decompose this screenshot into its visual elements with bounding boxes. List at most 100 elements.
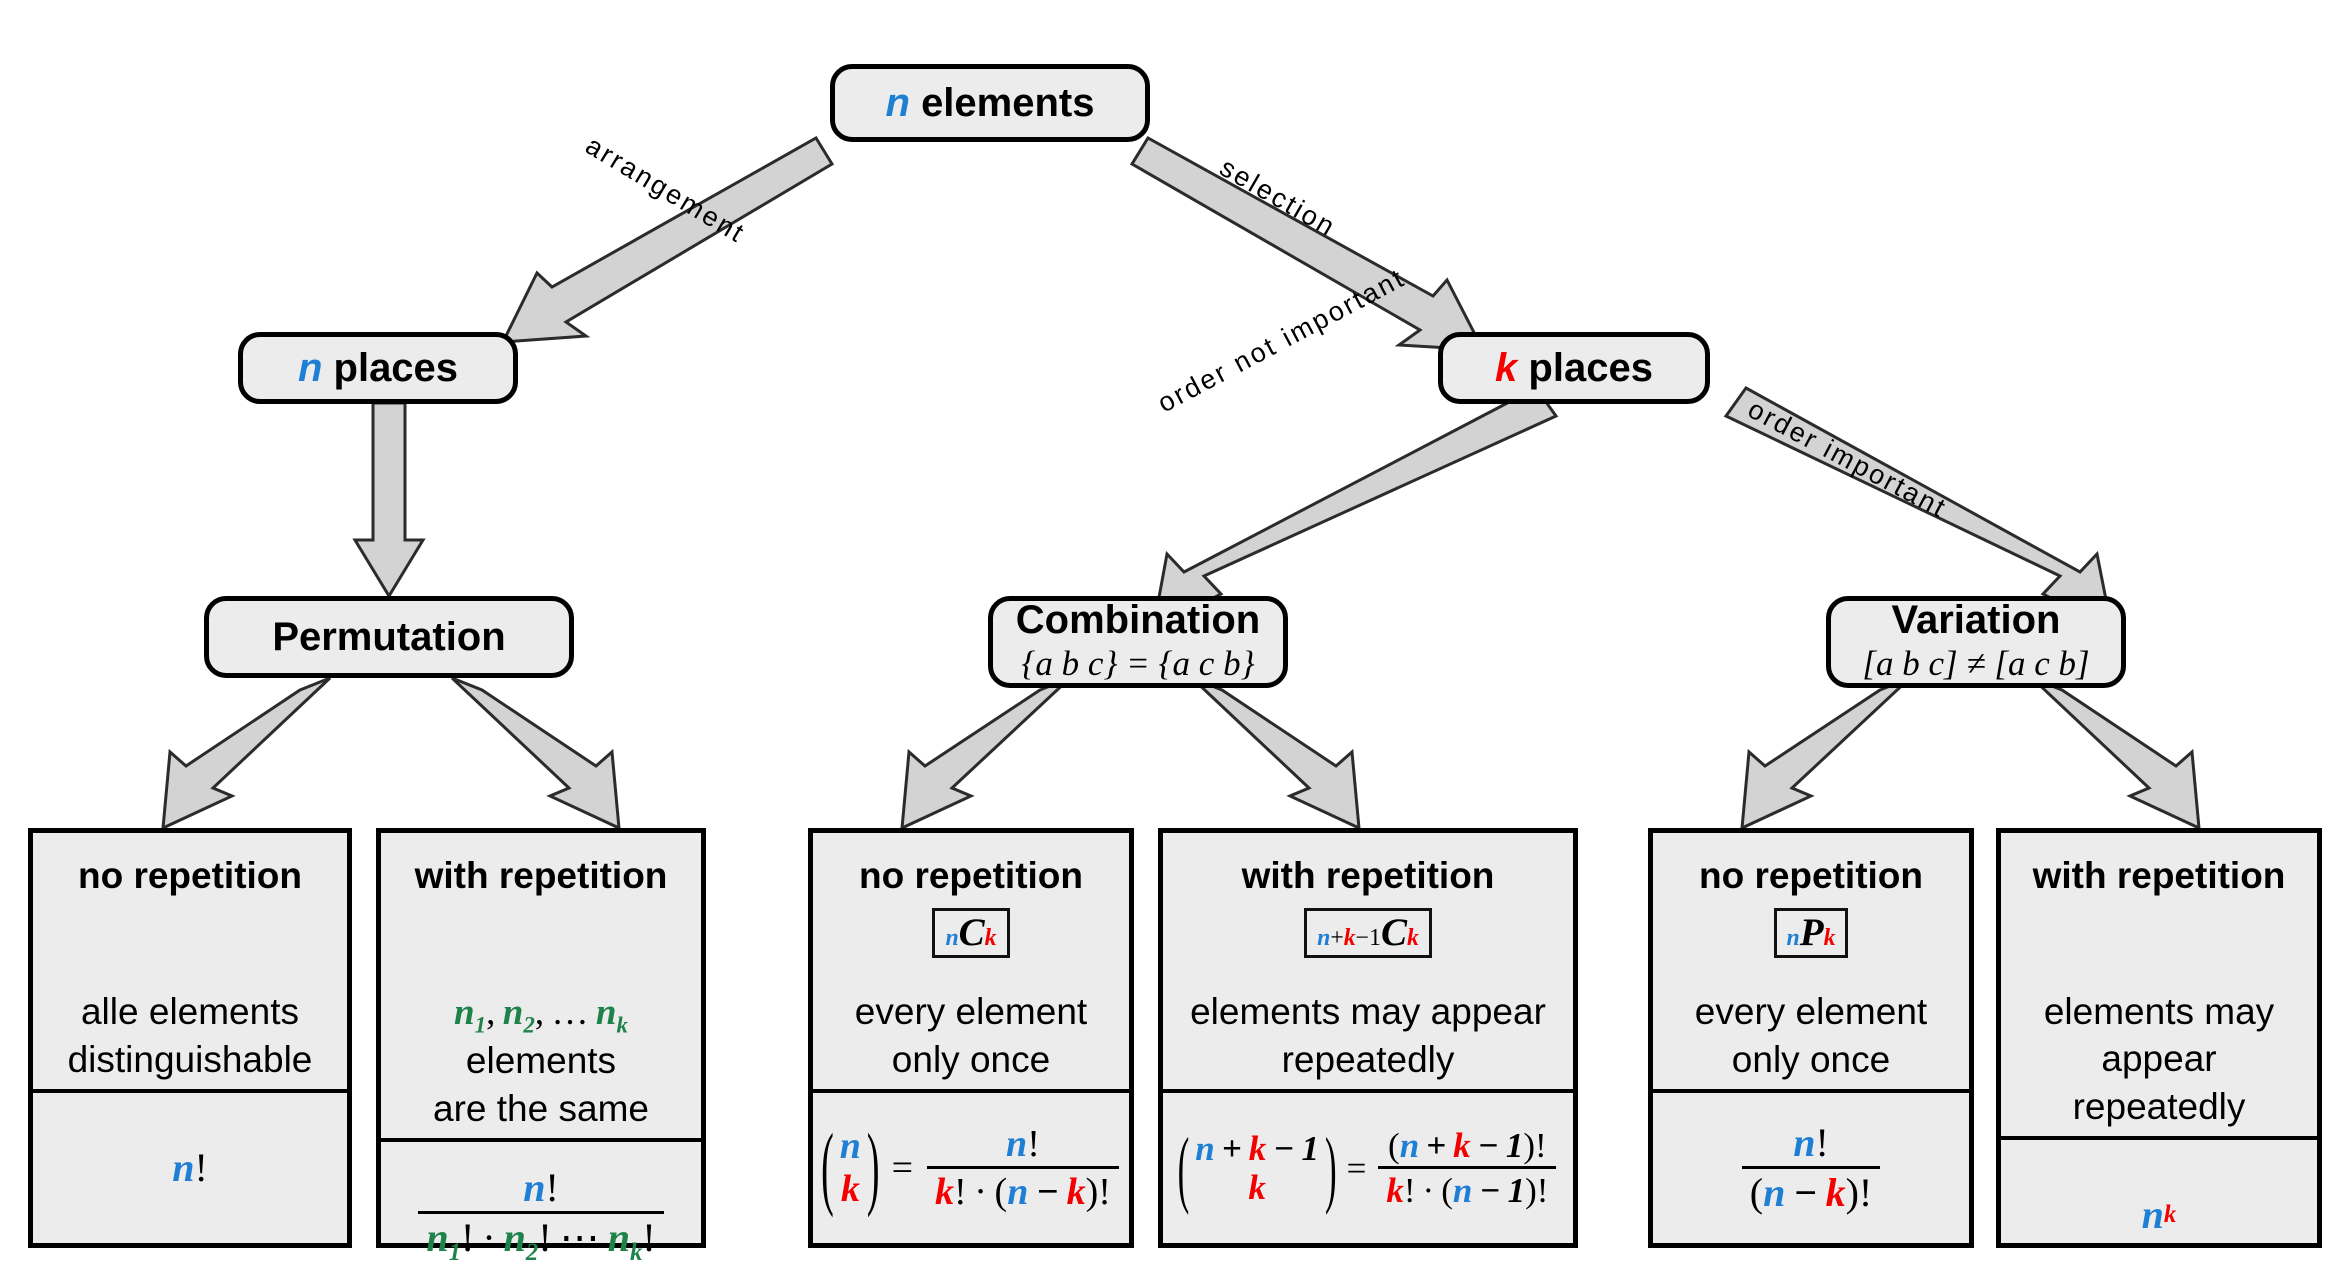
variable-n: n: [2141, 1192, 2164, 1238]
leaf-combination-with-repetition[interactable]: with repetition n+k−1Ck elements may app…: [1158, 828, 1578, 1248]
binom-top: n + k − 1: [1195, 1129, 1319, 1168]
variable-n: n: [1763, 1170, 1786, 1215]
right-paren: ): [1525, 1171, 1537, 1210]
variable-n: n: [297, 346, 323, 390]
leaf-description: alle elements distinguishable: [67, 991, 313, 1080]
binomial-coefficient: ( n k ): [819, 1121, 881, 1214]
right-paren: ): [866, 1116, 880, 1220]
variable-n: n: [1793, 1120, 1816, 1165]
node-n-places[interactable]: n places: [238, 332, 518, 404]
leaf-head: no repetition: [1698, 855, 1924, 897]
symbol-P: P: [1799, 911, 1824, 955]
node-combination[interactable]: Combination {a b c} = {a c b}: [988, 596, 1288, 688]
variable-n: n: [1006, 1123, 1028, 1165]
subscript-2: 2: [525, 1239, 539, 1267]
leaf-formula-area: ( n k ) = n! k! · (n − k)!: [813, 1093, 1129, 1243]
number-one: 1: [1505, 1126, 1524, 1165]
leaf-upper-section: with repetition n+k−1Ck elements may app…: [1163, 833, 1573, 1093]
right-paren: ): [1085, 1171, 1099, 1213]
subscript-1: 1: [474, 1012, 487, 1038]
leaf-variation-with-repetition[interactable]: with repetition elements may appear repe…: [1996, 828, 2322, 1248]
leaf-variation-no-repetition[interactable]: no repetition nPk every element only onc…: [1648, 828, 1974, 1248]
number-one: 1: [1369, 925, 1381, 952]
denominator: k! · (n − 1)!: [1378, 1166, 1557, 1210]
variable-k: k: [840, 1168, 860, 1210]
leaf-permutation-with-repetition[interactable]: with repetition n1, n2, … nk elements ar…: [376, 828, 706, 1265]
variable-k: k: [1495, 346, 1518, 390]
leaf-description: every element only once: [854, 991, 1088, 1080]
left-paren: (: [1441, 1171, 1453, 1210]
formula-n-factorial: n!: [172, 1148, 208, 1188]
formula-binomial: ( n k ) = n! k! · (n − k)!: [819, 1121, 1123, 1215]
dot-operator: ·: [482, 1215, 496, 1261]
right-paren: ): [1523, 1126, 1536, 1165]
variable-k: k: [1825, 1170, 1846, 1215]
leaf-combination-no-repetition[interactable]: no repetition nCk every element only onc…: [808, 828, 1134, 1248]
binomial-coefficient: ( n + k − 1 k ): [1176, 1125, 1339, 1211]
node-n-elements[interactable]: n elements: [830, 64, 1150, 142]
factorial-sign: !: [545, 1165, 559, 1211]
variable-n: n: [839, 1125, 861, 1168]
symbol-C: C: [1380, 911, 1407, 955]
variable-k: k: [1248, 1168, 1266, 1207]
variable-n: n: [1007, 1171, 1029, 1213]
subscript-k: k: [629, 1239, 643, 1267]
left-paren: (: [1749, 1170, 1764, 1215]
factorial-sign: !: [1536, 1171, 1549, 1210]
edge-label-selection: selection: [1214, 152, 1342, 243]
variable-n: n: [454, 992, 475, 1033]
denominator: (n − k)!: [1741, 1166, 1881, 1215]
variable-n: n: [172, 1145, 195, 1190]
dot-operator: ·: [1422, 1171, 1435, 1210]
node-k-places-label: k places: [1495, 347, 1653, 389]
factorial-sign: !: [1535, 1126, 1547, 1165]
leaf-header-area: with repetition n+k−1Ck: [1242, 833, 1494, 988]
node-k-places[interactable]: k places: [1438, 332, 1710, 404]
arrow-permutation: [352, 401, 426, 599]
denominator: n1! · n2! ⋯ nk!: [418, 1211, 664, 1267]
arrow-perm-right: [450, 676, 621, 831]
subscript-1: 1: [448, 1239, 461, 1267]
leaf-head: no repetition: [858, 855, 1084, 897]
are-the-same-word: are the same: [433, 1087, 649, 1129]
variable-k: k: [1386, 1171, 1404, 1210]
equals-sign: =: [891, 1147, 913, 1189]
node-variation[interactable]: Variation [a b c] ≠ [a c b]: [1826, 596, 2126, 688]
factorial-sign: !: [1858, 1170, 1873, 1215]
node-n-places-label: n places: [298, 347, 458, 389]
node-permutation-label: Permutation: [272, 615, 506, 659]
factorial-sign: !: [538, 1215, 552, 1261]
subscript-2: 2: [523, 1012, 535, 1038]
binom-stack: n + k − 1 k: [1191, 1129, 1323, 1207]
number-one: 1: [1507, 1171, 1526, 1210]
node-combination-label: Combination: [1015, 598, 1261, 643]
dot-operator: ·: [974, 1171, 987, 1213]
formula-multiset-permutation: n! n1! · n2! ⋯ nk!: [414, 1168, 667, 1266]
node-n-elements-label: n elements: [886, 82, 1095, 124]
left-paren: (: [1388, 1126, 1400, 1165]
left-paren: (: [821, 1116, 834, 1220]
variable-n: n: [885, 81, 910, 125]
number-one: 1: [1301, 1128, 1319, 1168]
leaf-upper-section: no repetition alle elements distinguisha…: [33, 833, 347, 1093]
leaf-formula-area: n!: [33, 1093, 347, 1243]
node-combination-example: {a b c} = {a c b}: [1021, 644, 1255, 684]
leaf-upper-section: no repetition nCk every element only onc…: [813, 833, 1129, 1093]
right-paren: ): [1845, 1170, 1859, 1215]
formula-falling-factorial: n! (n − k)!: [1738, 1123, 1885, 1213]
leaf-header-area: with repetition: [415, 833, 668, 988]
variable-n: n: [503, 1215, 526, 1261]
node-permutation[interactable]: Permutation: [204, 596, 574, 678]
node-n-elements-text: elements: [921, 81, 1095, 125]
arrow-arrangement: [500, 135, 835, 344]
comma: ,: [486, 992, 496, 1033]
leaf-permutation-no-repetition[interactable]: no repetition alle elements distinguisha…: [28, 828, 352, 1248]
arrow-comb-left: [900, 676, 1072, 831]
leaf-description: elements may appear repeatedly: [1190, 991, 1546, 1080]
fraction: n! k! · (n − k)!: [927, 1125, 1119, 1211]
leaf-header-area: with repetition: [2033, 833, 2286, 988]
fraction: (n + k − 1)! k! · (n − 1)!: [1378, 1126, 1557, 1210]
